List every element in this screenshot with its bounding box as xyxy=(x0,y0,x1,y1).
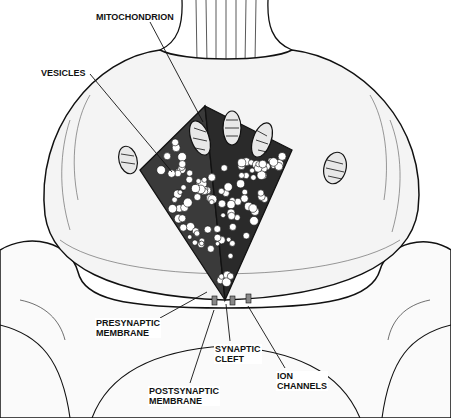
vesicle xyxy=(209,200,214,205)
cristae xyxy=(121,120,344,179)
postsynaptic-folds xyxy=(0,300,451,418)
vesicle xyxy=(199,241,204,246)
vesicle xyxy=(192,240,197,245)
vesicle xyxy=(238,159,246,167)
vesicle xyxy=(228,253,233,258)
vesicle xyxy=(251,175,257,181)
callout-label: ION CHANNELS xyxy=(276,371,328,391)
vesicle xyxy=(278,152,286,160)
callout-label: VESICLES xyxy=(40,68,87,78)
callout-label: MITOCHONDRION xyxy=(95,12,175,22)
vesicle xyxy=(258,190,264,196)
vesicle xyxy=(259,160,267,168)
vesicle xyxy=(181,185,186,190)
leader-line xyxy=(190,310,214,383)
vesicle xyxy=(239,173,245,179)
vesicle xyxy=(227,273,233,279)
vesicle xyxy=(194,194,201,201)
mitochondria xyxy=(116,111,350,186)
vesicle xyxy=(214,234,221,241)
vesicle xyxy=(221,213,226,218)
vesicle xyxy=(234,198,241,205)
vesicle xyxy=(196,179,201,184)
vesicle xyxy=(186,176,193,183)
vesicle xyxy=(204,226,211,233)
callout-label: PRESYNAPTIC MEMBRANE xyxy=(95,318,161,338)
vesicle xyxy=(229,223,236,230)
vesicle xyxy=(242,189,248,195)
vesicle xyxy=(191,184,199,192)
vesicle xyxy=(227,200,235,208)
vesicle xyxy=(250,216,259,225)
vesicle xyxy=(183,198,192,207)
vesicle xyxy=(164,153,171,160)
vesicle xyxy=(172,139,179,146)
leader-line xyxy=(150,22,203,122)
leader-line xyxy=(226,304,230,341)
callout-label: SYNAPTIC CLEFT xyxy=(214,344,262,364)
ion-channels xyxy=(212,294,251,305)
vesicle xyxy=(208,174,216,182)
vesicle xyxy=(202,177,207,182)
presynaptic-bouton xyxy=(44,50,419,300)
vesicle xyxy=(198,241,205,248)
vesicle xyxy=(228,212,235,219)
vesicle xyxy=(237,180,245,188)
vesicle xyxy=(241,195,249,203)
vesicle xyxy=(179,161,186,168)
vesicle xyxy=(224,183,232,191)
vesicle xyxy=(172,197,178,203)
vesicle xyxy=(215,242,219,246)
vesicle xyxy=(269,158,278,167)
vesicle xyxy=(178,190,183,195)
vesicle xyxy=(178,153,187,162)
vesicle xyxy=(180,224,187,231)
vesicle xyxy=(187,235,192,240)
vesicle xyxy=(221,165,228,172)
vesicle xyxy=(194,231,200,237)
vesicle xyxy=(218,200,226,208)
vesicle xyxy=(179,215,186,222)
leader-lines xyxy=(90,22,285,383)
vesicle xyxy=(207,245,214,252)
vesicle xyxy=(208,195,217,204)
vesicle xyxy=(243,232,250,239)
vesicle xyxy=(168,204,177,213)
vesicle xyxy=(250,168,255,173)
cutaway xyxy=(140,106,292,300)
callout-label: POSTSYNAPTIC MEMBRANE xyxy=(148,386,220,406)
vesicle xyxy=(187,170,193,176)
vesicles xyxy=(157,139,286,287)
vesicle xyxy=(218,188,224,194)
vesicle xyxy=(229,241,235,247)
vesicle xyxy=(214,226,221,233)
vesicle xyxy=(157,166,166,175)
vesicle xyxy=(249,204,257,212)
leader-line xyxy=(90,74,172,172)
leader-line xyxy=(160,292,207,318)
